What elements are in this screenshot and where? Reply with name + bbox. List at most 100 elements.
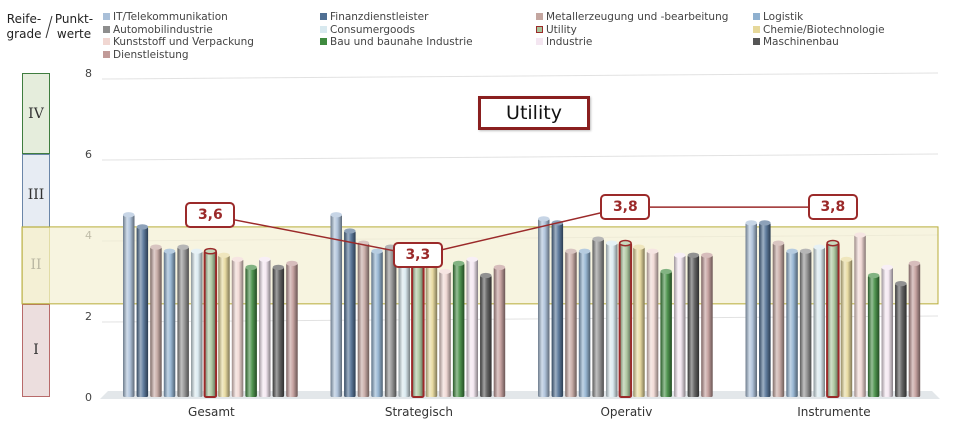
- maturity-level-iv: IV: [22, 73, 50, 154]
- gridline-6: [101, 153, 939, 161]
- bar-industrie-operativ: [674, 252, 686, 397]
- bar-automobilindustrie-instrumente: [799, 248, 812, 397]
- utility-value-label: 3,6: [185, 202, 236, 229]
- bar-logistik-strategisch: [371, 248, 383, 397]
- bar-it-telekommunikation-strategisch: [330, 212, 342, 397]
- legend-label: IT/Telekommunikation: [113, 11, 228, 23]
- bar-automobilindustrie-operativ: [592, 236, 604, 397]
- bar-logistik-operativ: [578, 248, 591, 397]
- legend-swatch: [320, 25, 327, 33]
- legend-label: Chemie/Biotechnologie: [763, 23, 885, 36]
- bar-kunststoff-und-verpackung-strategisch: [439, 268, 451, 397]
- bar-finanzdienstleister-operativ: [551, 220, 564, 397]
- bar-it-telekommunikation-gesamt: [123, 212, 135, 397]
- bar-industrie-strategisch: [466, 256, 478, 397]
- gridline-8: [101, 72, 939, 80]
- legend-label: Bau und baunahe Industrie: [330, 36, 473, 48]
- bar-maschinenbau-instrumente: [895, 281, 907, 397]
- legend-item: Utility: [536, 24, 577, 36]
- bar-logistik-instrumente: [786, 248, 798, 397]
- bar-dienstleistung-gesamt: [286, 260, 298, 397]
- bar-industrie-gesamt: [259, 256, 271, 397]
- utility-trend-line: [210, 206, 833, 257]
- bar-finanzdienstleister-strategisch: [344, 228, 356, 397]
- y-tick-label: 8: [85, 67, 92, 80]
- legend-item: Logistik: [753, 11, 803, 23]
- legend-swatch: [536, 25, 543, 33]
- legend-swatch: [103, 25, 110, 33]
- legend-item: Dienstleistung: [103, 49, 189, 61]
- bar-chemie-biotechnologie-strategisch: [425, 256, 438, 397]
- bar-industrie-instrumente: [881, 264, 893, 397]
- bar-automobilindustrie-gesamt: [177, 244, 189, 397]
- legend-label: Automobilindustrie: [113, 23, 213, 36]
- legend-swatch: [320, 38, 327, 45]
- bar-metallerzeugung-und-bearbeitung-operativ: [565, 248, 577, 397]
- legend-item: Bau und baunahe Industrie: [320, 36, 473, 48]
- legend-swatch: [103, 38, 110, 45]
- bar-finanzdienstleister-gesamt: [136, 224, 149, 397]
- bar-metallerzeugung-und-bearbeitung-instrumente: [772, 240, 785, 397]
- legend-item: Chemie/Biotechnologie: [753, 24, 885, 36]
- bar-bau-und-baunahe-industrie-instrumente: [867, 272, 880, 397]
- bar-consumergoods-strategisch: [398, 248, 410, 397]
- legend-item: Automobilindustrie: [103, 24, 213, 36]
- utility-value-label: 3,3: [392, 242, 443, 269]
- x-axis-label-strategisch: Strategisch: [385, 405, 453, 419]
- bar-dienstleistung-strategisch: [493, 264, 506, 397]
- bar-utility-gesamt: [203, 247, 218, 398]
- y-tick-label: 6: [85, 148, 92, 161]
- bar-utility-instrumente: [826, 239, 840, 398]
- bar-metallerzeugung-und-bearbeitung-gesamt: [150, 244, 162, 397]
- bar-bau-und-baunahe-industrie-strategisch: [452, 260, 465, 397]
- legend-label: Metallerzeugung und -bearbeitung: [546, 11, 729, 23]
- bar-consumergoods-instrumente: [813, 244, 825, 397]
- chart-floor: [100, 391, 940, 399]
- bar-bau-und-baunahe-industrie-gesamt: [245, 264, 257, 397]
- bar-chemie-biotechnologie-gesamt: [218, 252, 230, 397]
- maturity-level-i: I: [22, 303, 50, 397]
- bar-maschinenbau-gesamt: [272, 264, 285, 397]
- legend-label: Industrie: [546, 36, 593, 48]
- legend-swatch: [320, 13, 327, 20]
- bar-it-telekommunikation-instrumente: [745, 220, 757, 397]
- bar-consumergoods-operativ: [606, 240, 618, 397]
- x-axis-label-operativ: Operativ: [600, 405, 652, 419]
- bar-chemie-biotechnologie-instrumente: [840, 256, 853, 397]
- legend-item: Maschinenbau: [753, 36, 839, 48]
- legend-swatch: [536, 38, 543, 45]
- legend-swatch: [753, 38, 760, 45]
- bar-bau-und-baunahe-industrie-operativ: [660, 268, 672, 397]
- legend-swatch: [536, 13, 543, 20]
- legend-item: IT/Telekommunikation: [103, 11, 228, 23]
- legend-label: Utility: [546, 23, 577, 36]
- bar-metallerzeugung-und-bearbeitung-strategisch: [357, 240, 370, 397]
- y-tick-label: 2: [85, 310, 92, 323]
- y-tick-label: 0: [85, 391, 92, 404]
- bar-kunststoff-und-verpackung-operativ: [646, 248, 659, 397]
- legend-item: Consumergoods: [320, 24, 415, 36]
- bar-it-telekommunikation-operativ: [538, 216, 550, 397]
- legend-item: Kunststoff und Verpackung: [103, 36, 254, 48]
- bar-consumergoods-gesamt: [191, 248, 203, 397]
- legend-item: Finanzdienstleister: [320, 11, 428, 23]
- bar-maschinenbau-operativ: [687, 252, 700, 397]
- bar-kunststoff-und-verpackung-gesamt: [231, 256, 244, 397]
- legend-swatch: [753, 25, 760, 33]
- legend-swatch: [103, 13, 110, 20]
- bar-utility-operativ: [618, 239, 633, 398]
- bar-dienstleistung-instrumente: [908, 260, 921, 397]
- utility-value-label: 3,8: [807, 194, 858, 221]
- legend-label: Logistik: [763, 11, 804, 23]
- chart-title: Utility: [478, 96, 590, 130]
- legend-label: Dienstleistung: [113, 48, 189, 61]
- x-axis-label-gesamt: Gesamt: [188, 405, 235, 419]
- bar-utility-strategisch: [411, 260, 425, 398]
- x-axis-label-instrumente: Instrumente: [797, 405, 870, 419]
- points-header: Punkt- werte: [54, 12, 94, 41]
- legend-swatch: [753, 13, 760, 20]
- bar-logistik-gesamt: [163, 248, 176, 397]
- legend-label: Kunststoff und Verpackung: [113, 36, 254, 48]
- header-separator: [45, 15, 53, 39]
